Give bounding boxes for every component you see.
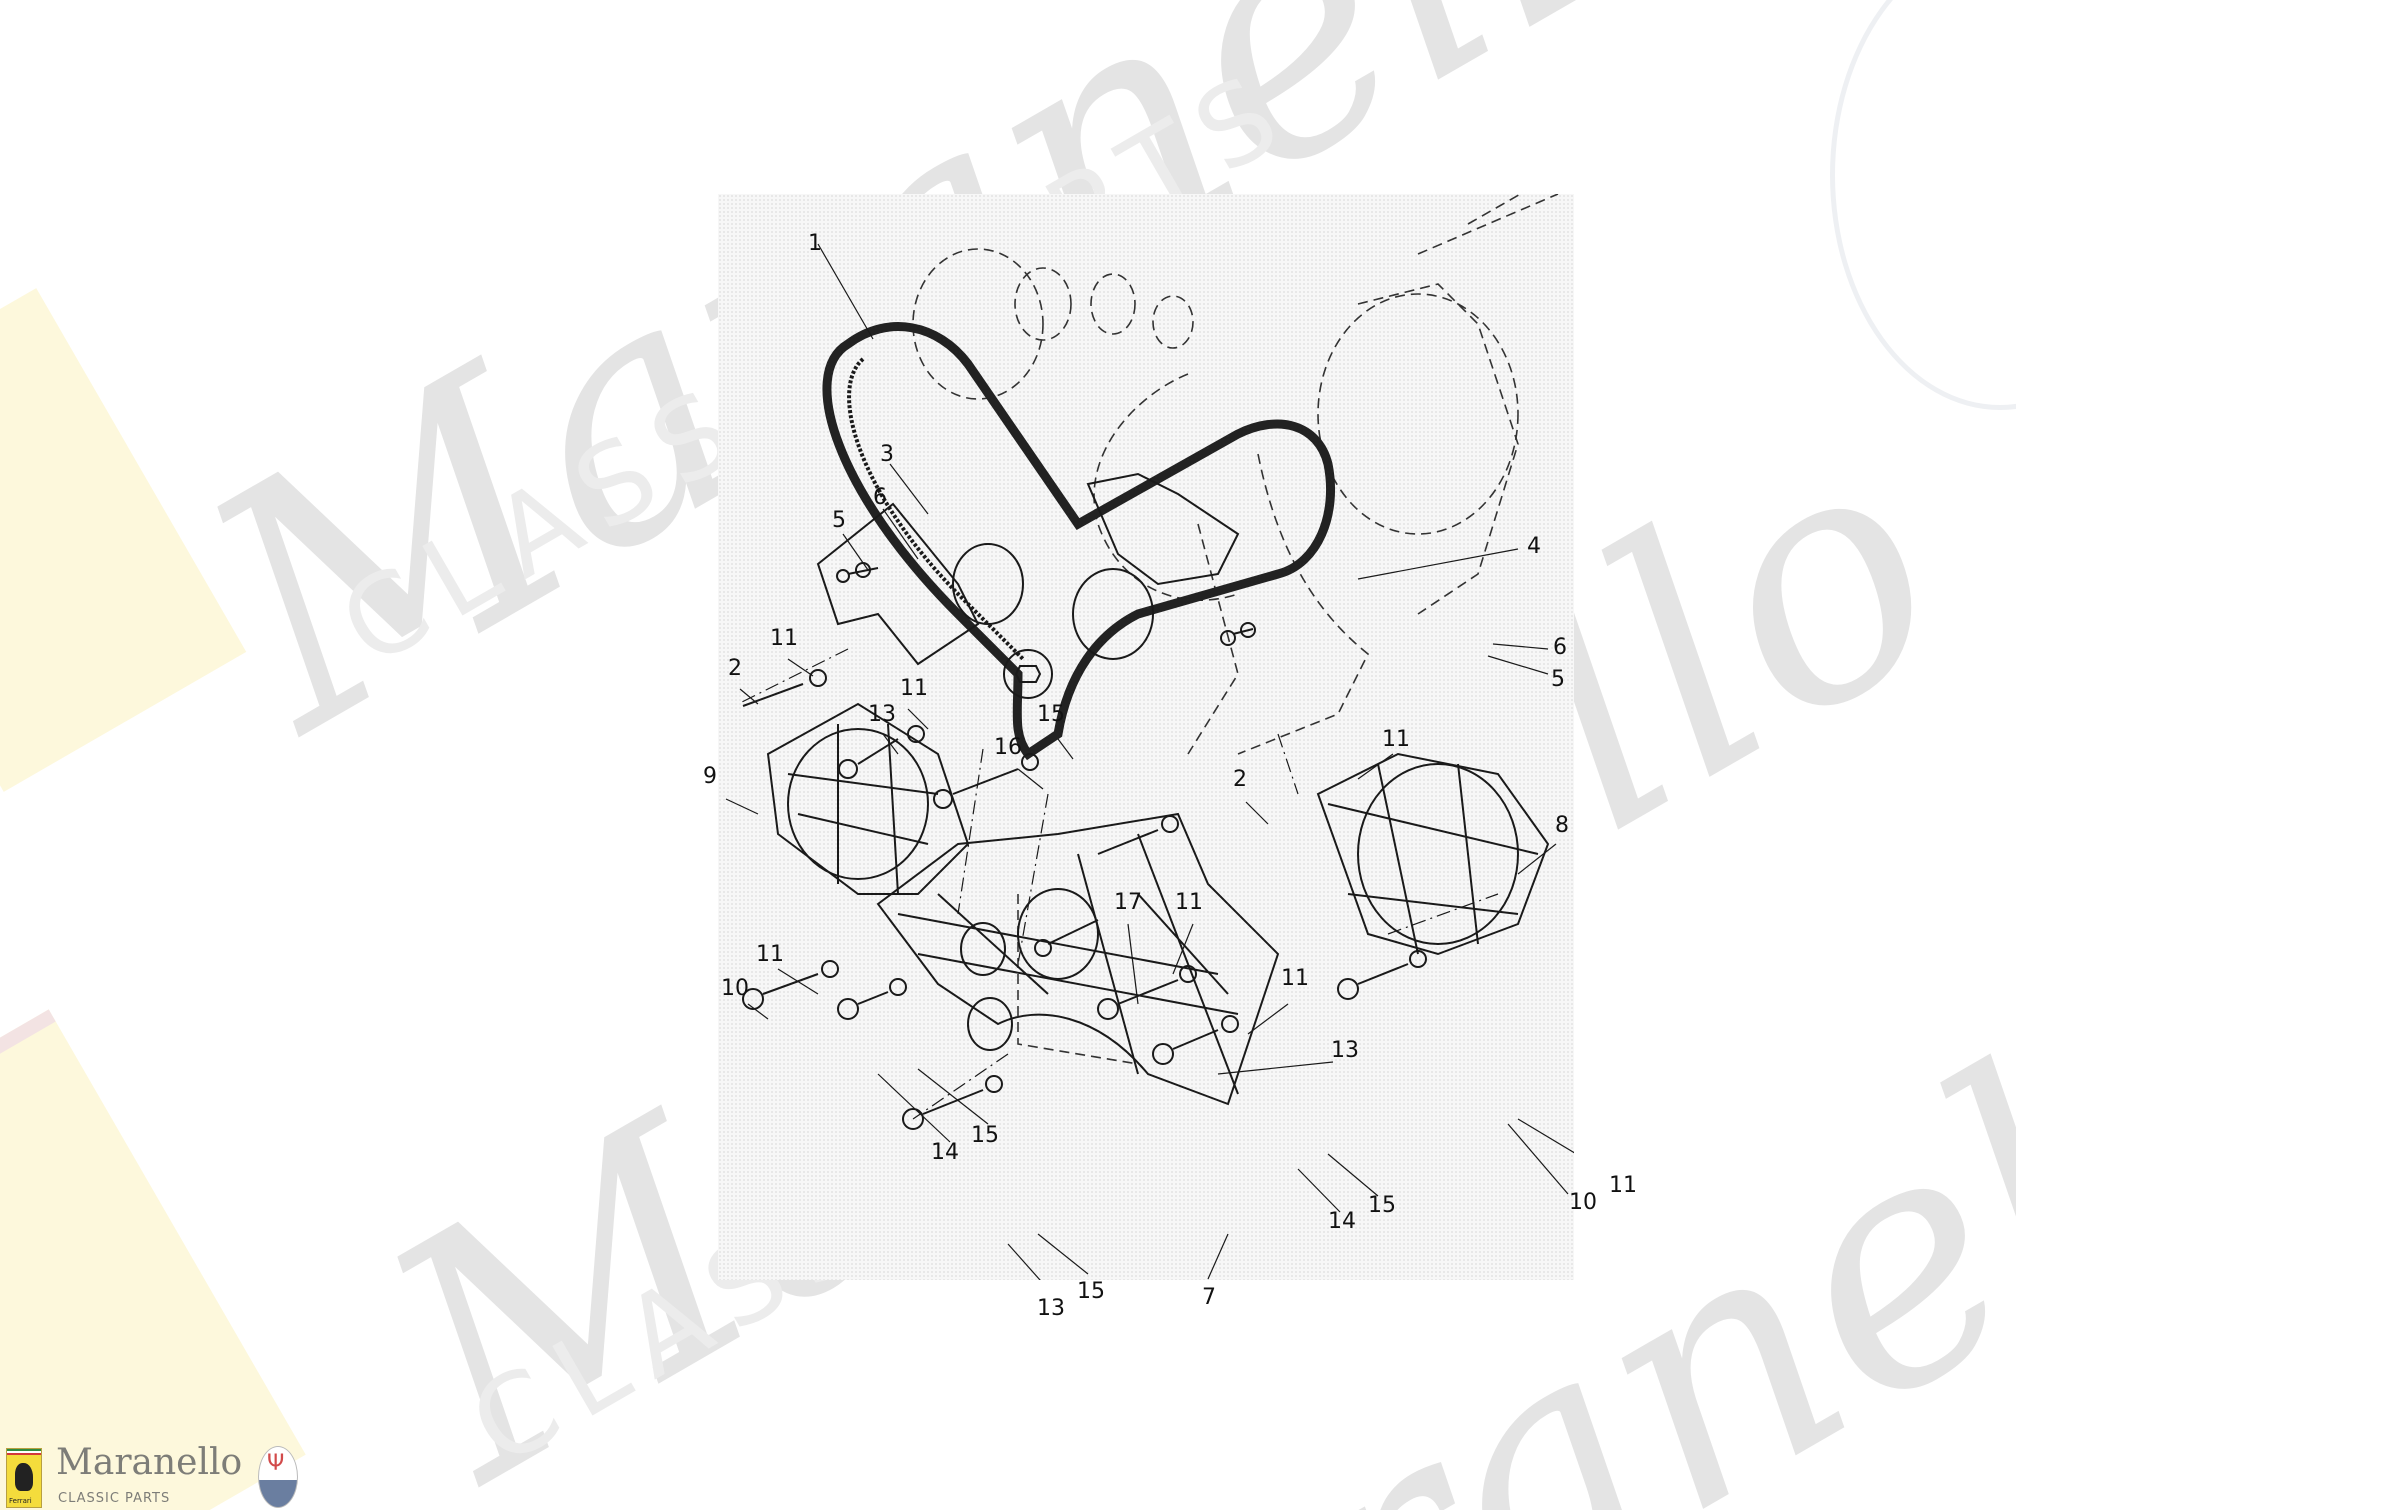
maserati-oval-watermark xyxy=(1830,0,2016,410)
callout-14-b: 14 xyxy=(1328,1209,1356,1234)
callout-6: 6 xyxy=(873,485,887,510)
callout-4: 4 xyxy=(1527,534,1541,559)
callout-11-g: 11 xyxy=(1609,1173,1637,1198)
callout-11-d: 11 xyxy=(1175,890,1203,915)
callout-8: 8 xyxy=(1555,813,1569,838)
callout-15-c: 15 xyxy=(1368,1193,1396,1218)
callout-15-b: 15 xyxy=(971,1123,999,1148)
trident-glyph: Ψ xyxy=(267,1451,285,1476)
prancing-horse-icon xyxy=(15,1463,33,1491)
maranello-classic-parts-logo: Ferrari Maranello CLASSIC PARTS Ψ xyxy=(0,1440,310,1510)
callout-11-b: 11 xyxy=(900,676,928,701)
callout-9: 9 xyxy=(703,764,717,789)
callout-11-a: 11 xyxy=(770,626,798,651)
callout-2-right: 2 xyxy=(1233,767,1247,792)
callout-13-c: 13 xyxy=(1037,1296,1065,1321)
callout-16: 16 xyxy=(994,735,1022,760)
callout-17: 17 xyxy=(1114,890,1142,915)
callout-5-right: 5 xyxy=(1551,667,1565,692)
ferrari-shield-watermark-bottom xyxy=(0,1009,306,1510)
logo-brand-name: Maranello xyxy=(56,1442,243,1483)
callout-5: 5 xyxy=(832,508,846,533)
callout-2-left: 2 xyxy=(728,656,742,681)
logo-subtitle: CLASSIC PARTS xyxy=(58,1491,171,1506)
callout-7: 7 xyxy=(1202,1285,1216,1310)
callout-10-left: 10 xyxy=(721,976,749,1001)
callout-14-a: 14 xyxy=(931,1140,959,1165)
watermark-layer: Maranello CLASSIC PARTS Maranello CLASSI… xyxy=(0,0,2016,1510)
callout-1: 1 xyxy=(808,231,822,256)
italian-flag-stripe xyxy=(7,1449,41,1455)
callout-10-right: 10 xyxy=(1569,1190,1597,1215)
callout-15-d: 15 xyxy=(1077,1279,1105,1304)
callout-11-f: 11 xyxy=(1281,966,1309,991)
callout-15-a: 15 xyxy=(1037,702,1065,727)
callout-3: 3 xyxy=(880,442,894,467)
callout-11-c: 11 xyxy=(1382,727,1410,752)
parts-diagram: 1 3 6 5 4 6 5 11 2 11 13 15 16 9 11 2 8 … xyxy=(703,194,1637,1280)
ferrari-badge-text: Ferrari xyxy=(9,1497,32,1505)
maserati-trident-icon: Ψ xyxy=(258,1446,298,1508)
callout-11-e: 11 xyxy=(756,942,784,967)
callout-13-a: 13 xyxy=(868,702,896,727)
exploded-view-drawing xyxy=(725,194,1574,1280)
callout-6-right: 6 xyxy=(1553,635,1567,660)
ferrari-shield-icon: Ferrari xyxy=(6,1448,42,1508)
callout-13-b: 13 xyxy=(1331,1038,1359,1063)
